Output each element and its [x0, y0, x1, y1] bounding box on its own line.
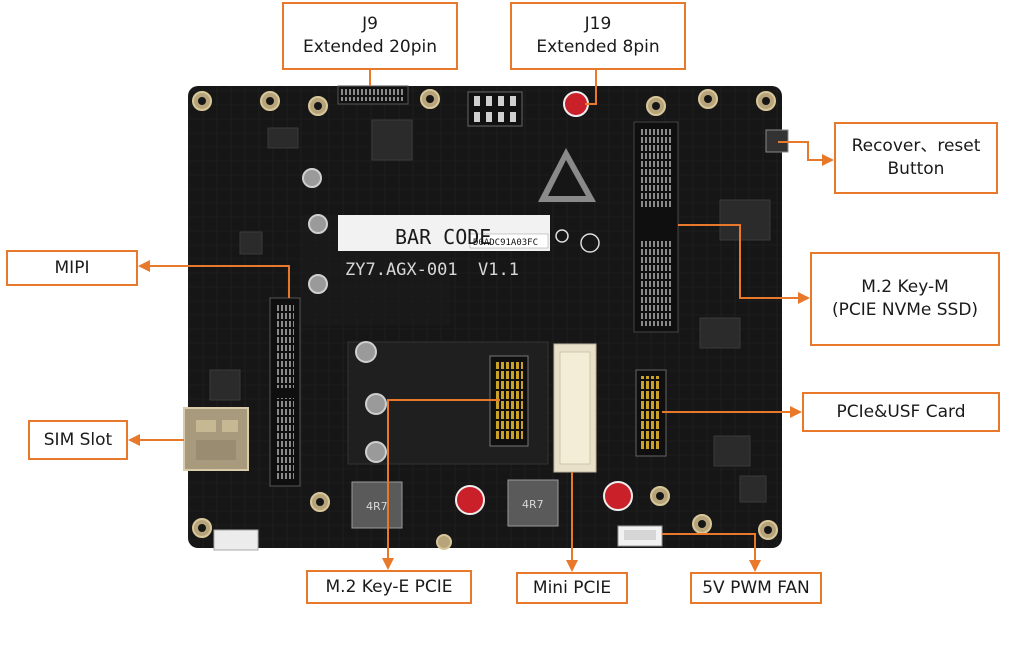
callout-lines: [140, 70, 822, 560]
callout-fan: 5V PWM FAN: [690, 572, 822, 604]
standoffs: [302, 168, 387, 463]
callout-j9-label: J9: [362, 14, 378, 35]
capacitors: [455, 91, 633, 515]
callout-mipi-label: MIPI: [54, 257, 90, 278]
callout-recover-label: Recover、reset: [851, 136, 981, 157]
board-silkscreen-title: BAR CODE: [395, 225, 491, 249]
callout-m2-key-e-label: M.2 Key-E PCIE: [325, 576, 453, 597]
callout-recover-reset: Recover、reset Button: [834, 122, 998, 194]
callout-m2-key-m-desc: (PCIE NVMe SSD): [831, 300, 979, 320]
sim-slot: [183, 407, 249, 471]
callout-pcie-usf: PCIe&USF Card: [802, 392, 1000, 432]
callout-arrowheads: [128, 154, 834, 572]
board-barcode-id: D0ADC91A03FC: [473, 238, 538, 248]
callout-sim-label: SIM Slot: [43, 429, 113, 450]
callout-m2-key-m: M.2 Key-M (PCIE NVMe SSD): [810, 252, 1000, 346]
callout-mipi: MIPI: [6, 250, 138, 286]
board-model: ZY7.AGX-001 V1.1: [345, 260, 519, 280]
callout-m2-key-m-label: M.2 Key-M: [861, 277, 949, 298]
inductor-label-right: 4R7: [522, 498, 544, 511]
callout-m2-key-e: M.2 Key-E PCIE: [306, 570, 472, 604]
callout-j19-desc: Extended 8pin: [536, 37, 660, 57]
callout-mini-pcie-label: Mini PCIE: [532, 577, 612, 598]
callout-j9-desc: Extended 20pin: [302, 37, 438, 57]
callout-j19: J19 Extended 8pin: [510, 2, 686, 70]
callout-fan-label: 5V PWM FAN: [702, 577, 810, 598]
callout-j9: J9 Extended 20pin: [282, 2, 458, 70]
callout-sim-slot: SIM Slot: [28, 420, 128, 460]
callout-recover-desc: Button: [887, 159, 945, 179]
inductors: [351, 479, 559, 529]
callout-mini-pcie: Mini PCIE: [516, 572, 628, 604]
callout-pcie-usf-label: PCIe&USF Card: [836, 401, 966, 422]
callout-j19-label: J19: [584, 14, 612, 35]
inductor-label-left: 4R7: [366, 500, 388, 513]
